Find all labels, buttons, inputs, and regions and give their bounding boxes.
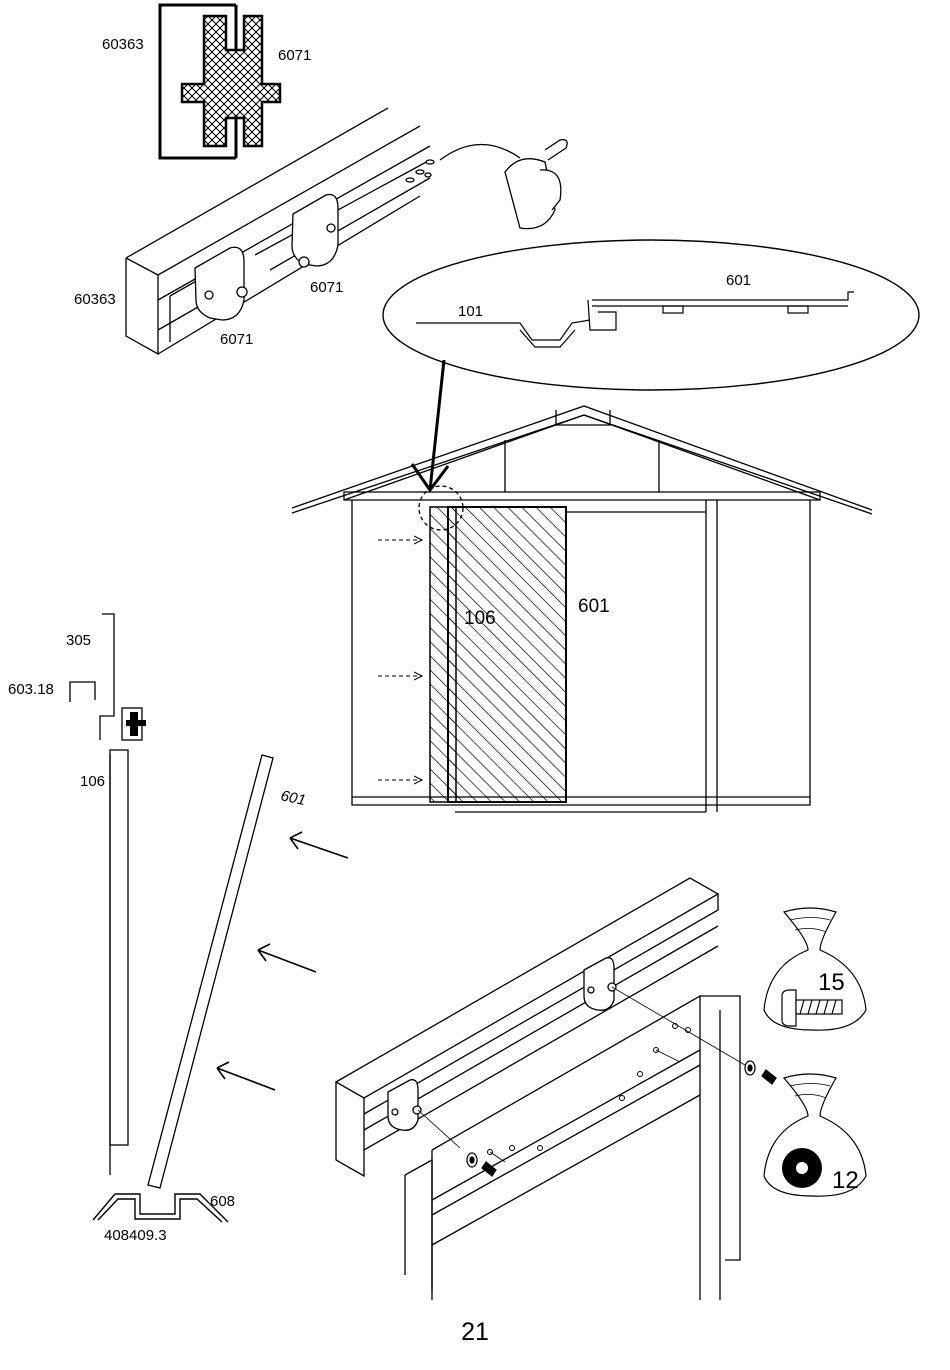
label-408409-3: 408409.3 (104, 1227, 167, 1244)
roller-lower-left (388, 1080, 421, 1131)
side-profile-section (70, 614, 142, 1175)
label-601-panel: 601 (279, 787, 307, 809)
label-60363-rail: 60363 (74, 291, 116, 308)
hardware-bag-washers: 12 (764, 1074, 866, 1196)
fastener-lines (418, 987, 745, 1162)
roller-lower-right (584, 958, 616, 1011)
roller-right (292, 195, 338, 267)
label-603-18: 603.18 (8, 681, 54, 698)
washer-screw-right (745, 1061, 776, 1084)
slide-direction-arrows (378, 540, 422, 780)
screw-holes (488, 1024, 691, 1155)
label-101: 101 (458, 303, 483, 320)
roller-cross-section (182, 16, 280, 146)
label-6071-roller-a: 6071 (310, 279, 343, 296)
label-608: 608 (210, 1193, 235, 1210)
bag-count-screws: 15 (818, 969, 845, 996)
label-60363-detail: 60363 (102, 36, 144, 53)
panel-601-strip (148, 755, 273, 1188)
page-number: 21 (0, 1318, 950, 1347)
label-601-callout: 601 (726, 272, 751, 289)
hardware-bag-screws: 15 (764, 908, 866, 1030)
rail-section-detail: 60363 6071 (102, 5, 311, 158)
label-6071-detail: 6071 (278, 47, 311, 64)
callout-101-601: 101 601 (383, 240, 919, 390)
profile-section-608 (93, 1194, 228, 1222)
door-panel-601 (448, 507, 566, 802)
label-106-door: 106 (464, 608, 496, 629)
bag-count-washers: 12 (832, 1167, 859, 1194)
label-305: 305 (66, 632, 91, 649)
label-6071-roller-b: 6071 (220, 331, 253, 348)
oil-can-icon (406, 140, 567, 229)
washer-icon (782, 1148, 822, 1188)
roller-left (195, 247, 247, 320)
label-601-door: 601 (578, 596, 610, 617)
label-106-side: 106 (80, 773, 105, 790)
